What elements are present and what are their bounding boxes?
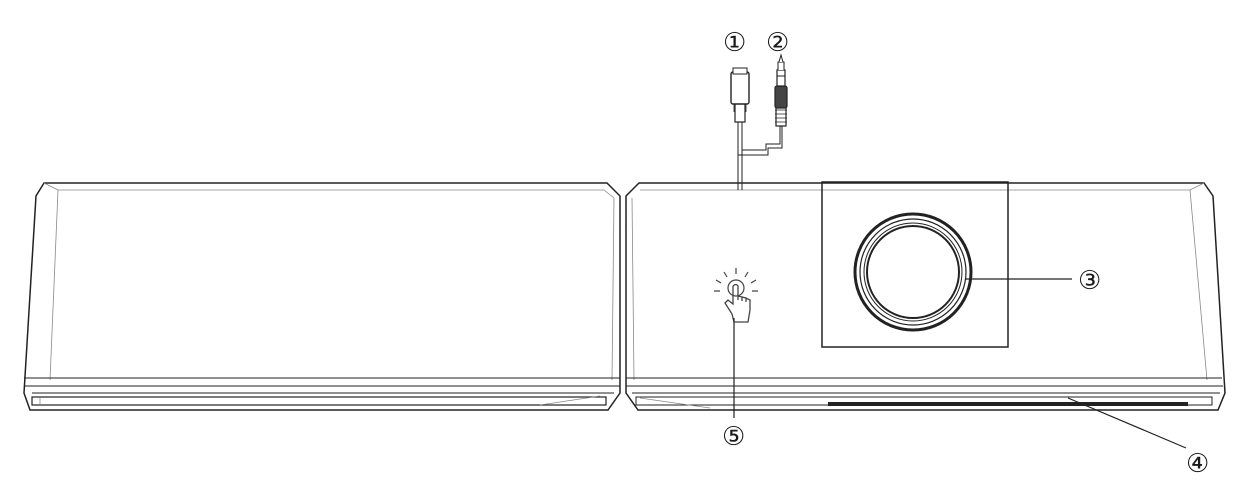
touch-hand-icon xyxy=(714,268,758,323)
audio-jack-icon xyxy=(774,53,788,127)
camera-lens-icon xyxy=(853,212,973,332)
left-module xyxy=(23,182,621,411)
callout-label-3: ③ xyxy=(1078,266,1101,296)
cable-assembly xyxy=(730,53,788,190)
camera-housing xyxy=(821,181,1009,348)
right-module-outline xyxy=(625,182,1226,411)
callout-leaders xyxy=(733,278,1187,449)
callout-label-5: ⑤ xyxy=(722,422,745,452)
callout-label-4: ④ xyxy=(1186,449,1209,479)
right-front-strip xyxy=(626,377,1223,394)
usb-plug-icon xyxy=(730,67,750,123)
left-front-strip xyxy=(24,377,620,394)
callout-label-2: ② xyxy=(766,28,789,58)
speaker-grille xyxy=(828,402,1188,406)
callout-label-1: ① xyxy=(723,28,746,58)
right-module xyxy=(625,181,1226,411)
left-module-outline xyxy=(23,182,621,411)
